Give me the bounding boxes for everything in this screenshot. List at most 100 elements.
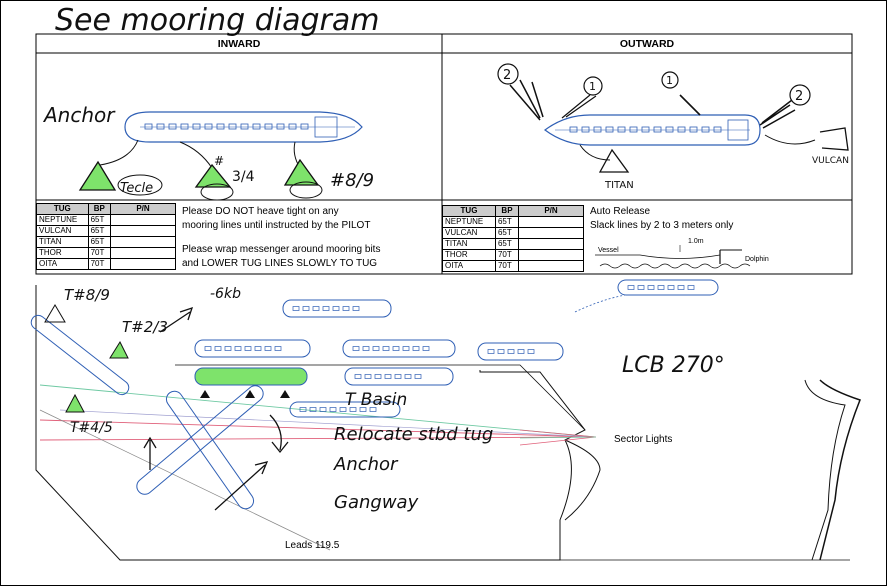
ship-window [234,346,242,351]
ship-window [382,346,390,351]
ship-window [517,349,525,354]
ship-window [319,407,327,412]
ship-window [354,374,362,379]
ship-window [637,285,645,290]
ship-window [422,346,430,351]
ship-window [629,126,638,133]
ship-window [689,126,698,133]
inward-title: INWARD [217,38,261,50]
ship-window [657,285,665,290]
tide-note: -6kb [210,286,241,302]
tug-pn [518,249,584,261]
t89-note: T#8/9 [64,286,110,304]
ship-window [369,407,377,412]
tug-pn [110,247,176,259]
outward-circled-1: 2 [503,68,511,83]
outward-th-tug: TUG [442,205,496,217]
ship-window [384,374,392,379]
tug-name: NEPTUNE [442,216,496,228]
ship-window [359,407,367,412]
inward-th-tug: TUG [36,203,89,215]
inward-tug-label-4: #8/9 [330,170,374,191]
moored-ship [342,339,456,358]
tug-bp: 70T [494,249,520,261]
leads-label: Leads 119.5 [285,540,340,551]
moored-ship [282,299,392,318]
tug-pn [110,236,176,248]
outward-lines [497,63,849,173]
ship-window [342,306,350,311]
auto-release-text: Slack lines by 2 to 3 meters only [590,220,734,231]
instruction-line-1: Please DO NOT heave tight on any [182,206,339,217]
ship-window [264,346,272,351]
gap-label: 1.0m [688,238,704,245]
ship-window [224,346,232,351]
ship-window [374,374,382,379]
outward-titan-label: TITAN [604,180,634,191]
ship-window [276,123,285,130]
ship-window [653,126,662,133]
ship-window [302,306,310,311]
inward-ship [124,111,363,143]
handwritten-title: See mooring diagram [55,3,379,38]
ship-window [647,285,655,290]
ship-window [156,123,165,130]
ship-window [264,123,273,130]
tug-bp: 65T [87,225,112,237]
tug-name: TITAN [36,236,89,248]
ship-window [412,346,420,351]
sector-lights [519,429,597,446]
tug-pn [518,227,584,239]
ship-window [168,123,177,130]
ship-window [667,285,675,290]
ship-window [713,126,722,133]
outward-ship [543,114,761,146]
tug-pn [518,238,584,250]
ship-window [527,349,535,354]
ship-window [352,306,360,311]
ship-window [352,346,360,351]
vessel-label: Vessel [598,247,619,254]
ship-window [641,126,650,133]
inward-tug-label-2: Tecle [120,181,153,196]
t45-note: T#4/5 [70,420,113,436]
top-box [35,33,853,275]
instruction-line-2: mooring lines until instructed by the PI… [182,220,371,231]
outward-circled-3: 1 [666,74,673,87]
tug-bp: 65T [87,236,112,248]
ship-window [687,285,695,290]
instruction-line-4: and LOWER TUG LINES SLOWLY TO TUG [182,258,378,269]
moored-ship [344,367,454,386]
ship-window [332,306,340,311]
ship-window [214,346,222,351]
tug-name: TITAN [442,238,496,250]
outward-circled-2: 1 [589,80,596,93]
ship-window [404,374,412,379]
ship-window [701,126,710,133]
moored-ship [477,342,564,361]
ship-window [329,407,337,412]
inward-anchor-label: Anchor [42,103,116,127]
tug-name: THOR [442,249,496,261]
ship-window [339,407,347,412]
ship-window [274,346,282,351]
ship-window [364,374,372,379]
ship-window [299,407,307,412]
auto-release-diagram [595,245,751,269]
lcb-note: LCB 270° [622,353,725,378]
outward-th-bp: BP [494,205,520,217]
outward-title: OUTWARD [619,38,675,50]
harbour-map [30,279,861,561]
ship-window [204,123,213,130]
ship-window [192,123,201,130]
tug-bp: 65T [494,227,520,239]
ship-window [507,349,515,354]
sector-lights-label: Sector Lights [614,434,672,445]
